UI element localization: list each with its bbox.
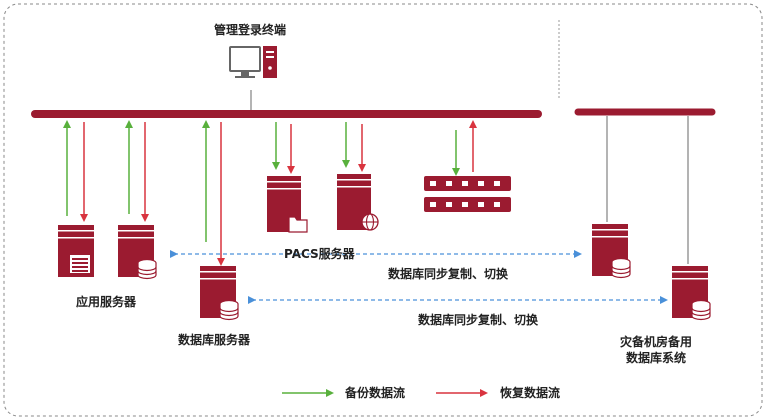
dr-system-label-line1: 灾备机房备用	[619, 335, 692, 349]
dr-server-2-icon	[672, 266, 711, 321]
pacs-servers-label: PACS服务器	[284, 247, 355, 261]
pacs-server-2-icon	[337, 174, 379, 231]
db-sync-label-lower: 数据库同步复制、切换	[418, 313, 539, 327]
admin-terminal-icon	[229, 46, 277, 78]
app-server-2-icon	[118, 225, 157, 280]
app-server-1-icon	[58, 225, 94, 277]
dr-system-label-line2: 数据库系统	[625, 351, 686, 365]
legend-backup-label: 备份数据流	[345, 386, 406, 400]
db-server-icon	[200, 266, 239, 321]
admin-terminal-label: 管理登录终端	[214, 23, 287, 37]
legend-restore-label: 恢复数据流	[500, 386, 561, 400]
db-server-label: 数据库服务器	[178, 333, 251, 347]
outer-frame	[3, 3, 763, 417]
db-sync-label-upper: 数据库同步复制、切换	[388, 267, 509, 281]
pacs-server-1-icon	[267, 176, 308, 233]
storage-array-icon	[424, 176, 511, 212]
app-servers-label: 应用服务器	[76, 295, 137, 309]
dr-server-1-icon	[592, 224, 631, 279]
